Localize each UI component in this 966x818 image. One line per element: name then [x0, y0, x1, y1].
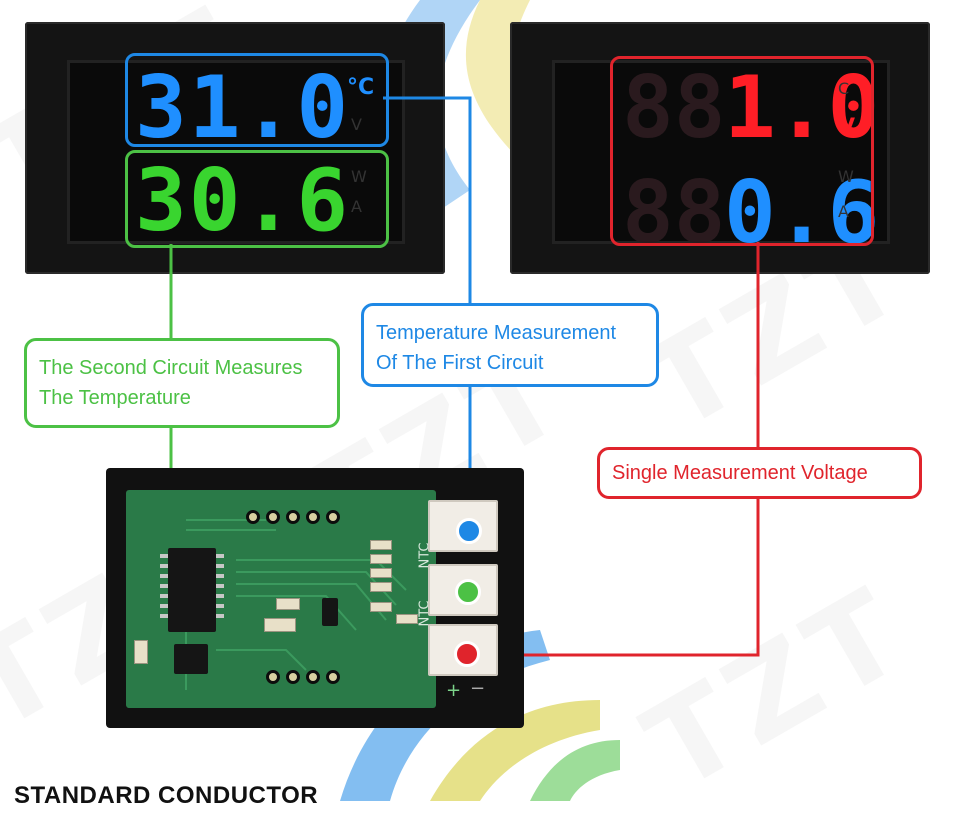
- right-bottom-ghost-digits: 88: [622, 163, 726, 263]
- diode: [264, 618, 296, 632]
- blue-marker-dot: [456, 518, 482, 544]
- right-top-unit-volt: V: [838, 115, 855, 140]
- right-top-ghost-digits: 88: [622, 58, 726, 158]
- left-top-unit-celsius: °C: [347, 75, 374, 100]
- left-bottom-digits: 30.6: [135, 151, 350, 251]
- left-bottom-unit-dim-2: A: [351, 197, 362, 216]
- left-top-unit-dim: V: [351, 115, 362, 134]
- left-bottom-highlight: [125, 150, 389, 248]
- callout-voltage-text: Single Measurement Voltage: [612, 462, 868, 484]
- pcb-board: NTC NTC: [126, 490, 436, 708]
- blue-leader-line-upper: [383, 96, 472, 303]
- right-bottom-unit-dim-1: W: [838, 167, 854, 186]
- red-leader-line-lower: [466, 498, 760, 657]
- footer-heading: STANDARD CONDUCTOR: [14, 782, 319, 809]
- callout-first-circuit-line1: Temperature Measurement: [376, 322, 617, 344]
- right-bottom-digits: 0.6: [724, 163, 879, 263]
- right-display-panel: 88 1.0 C V 88 0.6 W A: [510, 22, 930, 274]
- right-top-digits: 1.0: [724, 58, 879, 158]
- callout-voltage: Single Measurement Voltage: [597, 447, 922, 499]
- plus-label: +: [446, 680, 462, 701]
- regulator-chip: [174, 644, 208, 674]
- right-bottom-unit-dim-2: A: [838, 202, 849, 221]
- ic-chip: [168, 548, 216, 632]
- green-marker-dot: [455, 579, 481, 605]
- callout-second-circuit-line2: The Temperature: [39, 387, 191, 409]
- left-top-highlight: [125, 53, 389, 147]
- right-top-unit-dim: C: [838, 79, 849, 98]
- pcb-housing: NTC NTC + −: [106, 468, 524, 728]
- callout-second-circuit: The Second Circuit Measures The Temperat…: [24, 338, 340, 428]
- minus-label: −: [470, 678, 486, 699]
- left-bottom-unit-dim-1: W: [351, 167, 367, 186]
- left-display-panel: 31.0 °C V 30.6 W A: [25, 22, 445, 274]
- callout-first-circuit: Temperature Measurement Of The First Cir…: [361, 303, 659, 387]
- callout-first-circuit-line2: Of The First Circuit: [376, 352, 544, 374]
- red-marker-dot: [454, 641, 480, 667]
- right-seven-segment-display: 88 1.0 C V 88 0.6 W A: [622, 58, 879, 263]
- right-display-window: [552, 60, 890, 244]
- right-highlight: [610, 56, 874, 246]
- left-top-digits: 31.0: [135, 58, 350, 158]
- callout-second-circuit-line1: The Second Circuit Measures: [39, 357, 303, 379]
- left-seven-segment-display: 31.0 °C V 30.6 W A: [135, 58, 374, 251]
